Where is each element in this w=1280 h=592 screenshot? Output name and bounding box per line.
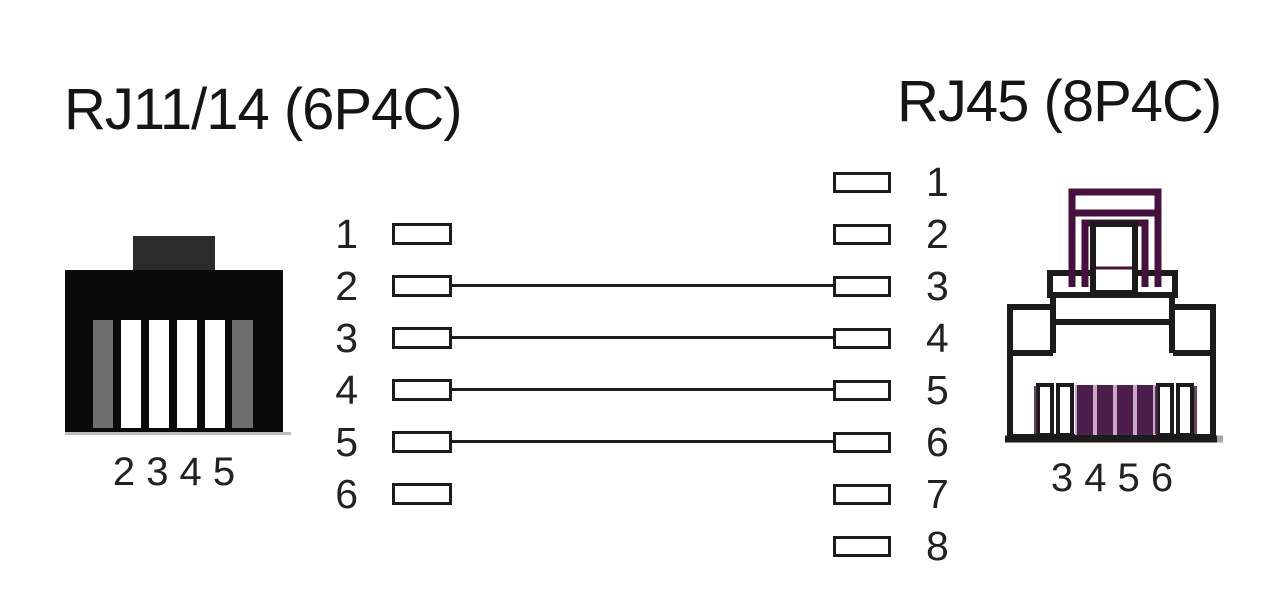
left-pin-box-5 (392, 431, 452, 453)
right-pin-box-7 (833, 484, 891, 505)
rj45-pin-tick-right (1194, 386, 1197, 434)
left-pin-number-2: 2 (335, 263, 358, 309)
right-pin-box-1 (833, 172, 891, 193)
right-pin-number-2: 2 (926, 211, 949, 257)
left-pin-box-4 (392, 379, 452, 401)
rj11-jack-tab (133, 236, 215, 270)
right-pin-number-5: 5 (926, 367, 949, 413)
left-pin-box-1 (392, 223, 452, 245)
rj11-slot-1 (93, 320, 113, 428)
rj45-plug-drawing (1005, 188, 1223, 443)
right-pin-box-5 (833, 380, 891, 401)
wire-left2-right3 (450, 284, 835, 287)
rj45-used-pins-label: 3 4 5 6 (1050, 456, 1174, 500)
rj45-latch-outer (1068, 188, 1162, 287)
rj45-pin-tick-mid (1155, 386, 1158, 434)
right-pin-number-6: 6 (926, 419, 949, 465)
left-pin-box-2 (392, 275, 452, 297)
left-pin-number-5: 5 (335, 419, 358, 465)
rj45-pin-5 (1117, 385, 1133, 435)
rj45-pin-6 (1137, 385, 1153, 435)
rj45-pin-3 (1077, 385, 1093, 435)
rj45-pin-4 (1097, 385, 1113, 435)
right-pin-box-3 (833, 276, 891, 297)
rj11-jack-drawing (60, 230, 292, 440)
right-pin-number-7: 7 (926, 471, 949, 517)
rj11-slot-5 (205, 320, 225, 428)
right-pin-box-6 (833, 432, 891, 453)
rj11-slot-2 (121, 320, 141, 428)
right-pin-box-4 (833, 328, 891, 349)
left-pin-number-6: 6 (335, 471, 358, 517)
left-pin-number-4: 4 (335, 367, 358, 413)
rj45-body-inner-lines (1010, 292, 1213, 356)
rj45-tip (1090, 221, 1138, 296)
wire-left4-right5 (450, 388, 835, 391)
right-pin-box-2 (833, 224, 891, 245)
rj45-pin-1 (1036, 383, 1054, 437)
left-pin-box-6 (392, 483, 452, 505)
wire-left5-right6 (450, 440, 835, 443)
right-pin-number-3: 3 (926, 263, 949, 309)
rj11-jack-shadow (65, 432, 291, 435)
rj11-slot-3 (149, 320, 169, 428)
rj11-used-pins-label: 2 3 4 5 (112, 450, 236, 494)
rj11-slot-4 (177, 320, 197, 428)
left-pin-box-3 (392, 327, 452, 349)
rj11-slot-6 (232, 320, 253, 428)
right-pin-number-8: 8 (926, 523, 949, 569)
left-connector-title: RJ11/14 (6P4C) (64, 77, 463, 142)
rj45-pin-7 (1156, 383, 1174, 437)
right-pin-number-4: 4 (926, 315, 949, 361)
right-connector-title: RJ45 (8P4C) (897, 69, 1222, 134)
rj45-pins (1034, 383, 1197, 437)
rj45-pin-2 (1056, 383, 1074, 437)
rj45-pin-8 (1176, 383, 1194, 437)
left-pin-number-1: 1 (335, 211, 358, 257)
right-pin-number-1: 1 (926, 159, 949, 205)
rj45-pin-tick-left (1034, 386, 1037, 434)
wire-left3-right4 (450, 336, 835, 339)
left-pin-number-3: 3 (335, 315, 358, 361)
right-pin-box-8 (833, 536, 891, 557)
